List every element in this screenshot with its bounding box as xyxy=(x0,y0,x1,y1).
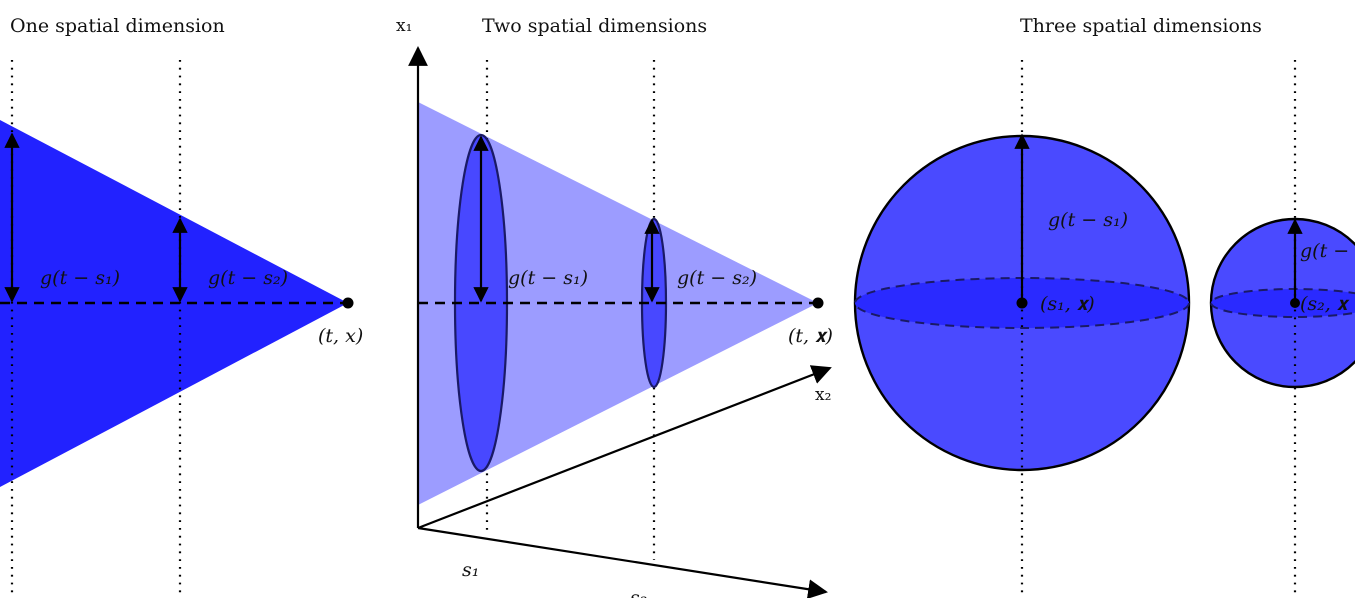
panel-two-dimension: Two spatial dimensions g(t − s₁) g(t − s… xyxy=(396,15,833,598)
axis-x2-label: x₂ xyxy=(815,385,831,405)
center-point-s2 xyxy=(1290,298,1300,308)
panel-three-title: Three spatial dimensions xyxy=(1020,15,1262,37)
center-label-s2: (s₂, 𝐱 xyxy=(1300,293,1350,315)
panel-one-title: One spatial dimension xyxy=(10,15,225,37)
cone-2d-shape xyxy=(418,102,818,505)
apex-label: (t, 𝐱) xyxy=(788,325,833,347)
panel-three-dimension: Three spatial dimensions g(t − s₁) g(t −… xyxy=(853,15,1355,598)
axis-x1-label: x₁ xyxy=(396,16,412,36)
panel-one-dimension: One spatial dimension g(t − s₁) g(t − s₂… xyxy=(0,15,363,598)
radius-label-s1: g(t − s₁) xyxy=(508,267,588,289)
axis-time xyxy=(417,526,828,598)
center-label-s1: (s₁, 𝐱) xyxy=(1040,293,1095,315)
center-point-s1 xyxy=(1016,297,1028,309)
radius-label-s1: g(t − s₁) xyxy=(40,267,120,289)
radius-label-s2: g(t − xyxy=(1300,240,1349,262)
apex-label: (t, x) xyxy=(318,325,363,347)
axis-s2-label: s₂ xyxy=(630,587,647,598)
panel-two-title: Two spatial dimensions xyxy=(482,15,707,37)
radius-label-s2: g(t − s₂) xyxy=(208,267,288,289)
axis-x2 xyxy=(417,365,832,530)
radius-label-s2: g(t − s₂) xyxy=(677,267,757,289)
apex-point xyxy=(812,297,824,309)
radius-label-s1: g(t − s₁) xyxy=(1048,209,1128,231)
apex-point xyxy=(342,297,354,309)
axis-s1-label: s₁ xyxy=(462,559,479,581)
